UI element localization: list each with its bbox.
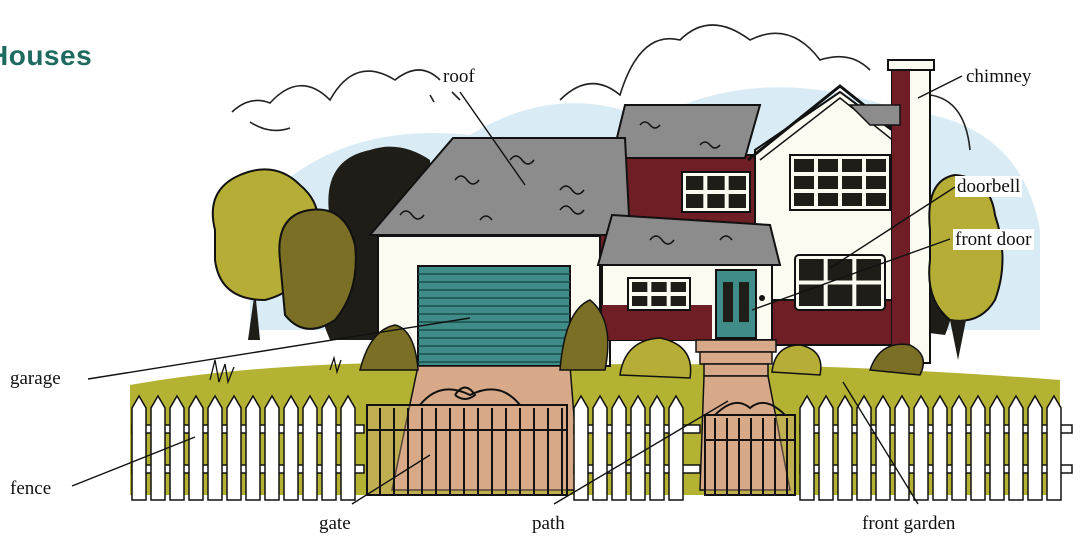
porch-steps [696, 340, 776, 376]
label-roof: roof [441, 66, 477, 87]
garage-door [418, 266, 570, 366]
label-front-garden: front garden [860, 513, 957, 534]
label-doorbell: doorbell [955, 176, 1022, 197]
label-path: path [530, 513, 567, 534]
gate-right [705, 403, 795, 495]
label-gate: gate [317, 513, 353, 534]
doorbell-button [759, 295, 765, 301]
label-front-door: front door [953, 229, 1034, 250]
upper-roof [612, 105, 760, 158]
page-title: Houses [0, 40, 92, 72]
label-fence: fence [8, 478, 53, 499]
label-garage: garage [8, 368, 63, 389]
label-chimney: chimney [964, 66, 1033, 87]
front-door-shape [716, 270, 756, 338]
